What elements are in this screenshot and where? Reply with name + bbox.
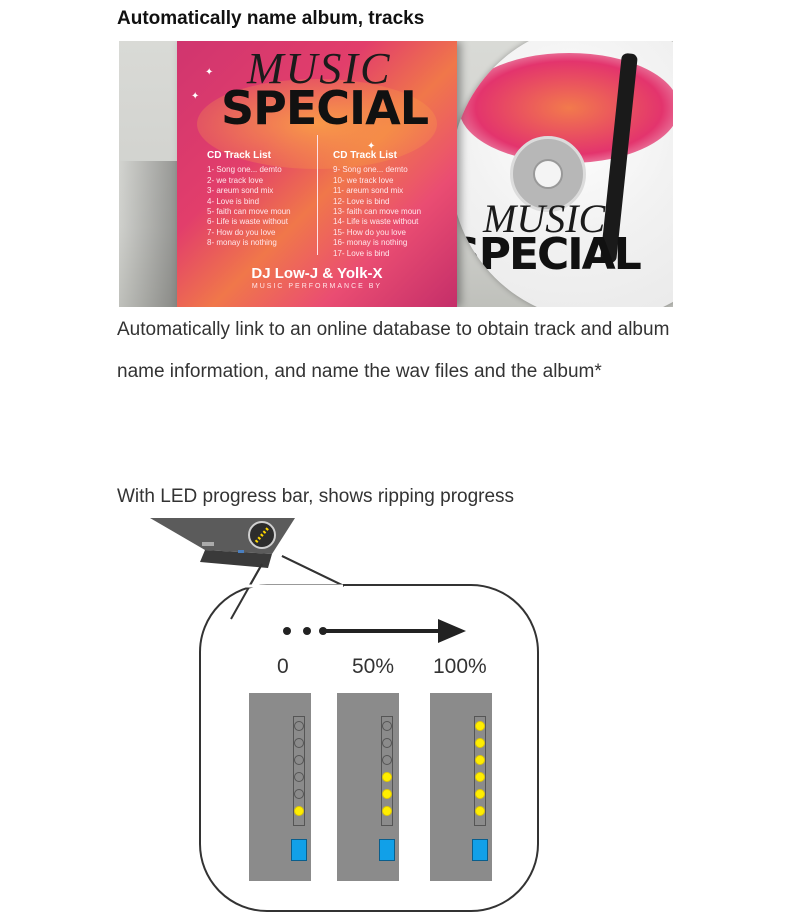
cd-artwork-image: MUSIC SPECIAL ✦ ✦ ✦ MUSIC SPECIAL CD Tra… bbox=[119, 41, 673, 307]
led-indicator bbox=[382, 755, 392, 765]
track-item: 13- faith can move moun bbox=[333, 207, 422, 217]
sparkle-icon: ✦ bbox=[205, 67, 214, 78]
led-indicator bbox=[475, 789, 485, 799]
led-indicator bbox=[294, 738, 304, 748]
cover-title: SPECIAL bbox=[221, 81, 429, 135]
track-item: 17- Love is bind bbox=[333, 248, 390, 258]
led-indicator bbox=[294, 806, 304, 816]
section-heading: Automatically name album, tracks bbox=[117, 8, 425, 29]
led-column bbox=[381, 716, 393, 826]
led-panel-50 bbox=[337, 693, 399, 881]
disc-hub bbox=[510, 136, 586, 212]
led-indicator bbox=[382, 721, 392, 731]
track-item: 9- Song one... demto bbox=[333, 165, 408, 175]
progress-label-50: 50% bbox=[352, 655, 395, 678]
track-item: 1- Song one... demto bbox=[207, 165, 282, 175]
led-indicator bbox=[382, 806, 392, 816]
track-item: 2- we track love bbox=[207, 175, 264, 185]
led-column bbox=[474, 716, 486, 826]
cd-cover: ✦ ✦ ✦ MUSIC SPECIAL CD Track List 1- Son… bbox=[177, 41, 457, 307]
track-item: 8- monay is nothing bbox=[207, 238, 277, 248]
track-item: 12- Love is bind bbox=[333, 196, 390, 206]
led-indicator bbox=[475, 738, 485, 748]
track-item: 10- we track love bbox=[333, 175, 394, 185]
cd-disc: MUSIC SPECIAL bbox=[451, 41, 673, 307]
artist-name: DJ Low-J & Yolk-X bbox=[251, 265, 383, 282]
disc-script-title: MUSIC bbox=[483, 196, 606, 241]
track-item: 5- faith can move moun bbox=[207, 207, 291, 217]
tracklist-divider bbox=[317, 135, 318, 255]
led-indicator bbox=[294, 721, 304, 731]
track-item: 6- Life is waste without bbox=[207, 217, 288, 227]
cover-script-title: MUSIC bbox=[247, 44, 392, 93]
tracklist-header: CD Track List bbox=[333, 150, 397, 161]
led-indicator bbox=[475, 806, 485, 816]
artist-subtitle: MUSIC PERFORMANCE BY bbox=[251, 283, 383, 290]
progress-label-0: 0 bbox=[277, 655, 289, 678]
track-item: 4- Love is bind bbox=[207, 196, 260, 206]
status-light bbox=[472, 839, 488, 861]
disc-center-hole bbox=[533, 159, 563, 189]
track-item: 15- How do you love bbox=[333, 227, 406, 237]
led-panel-0 bbox=[249, 693, 311, 881]
led-indicator bbox=[475, 721, 485, 731]
sparkle-icon: ✦ bbox=[191, 91, 200, 102]
status-light bbox=[291, 839, 307, 861]
led-column bbox=[293, 716, 305, 826]
progress-label-100: 100% bbox=[433, 655, 487, 678]
track-item: 11- areum sond mix bbox=[333, 186, 404, 196]
description-paragraph: Automatically link to an online database… bbox=[117, 319, 670, 382]
sparkle-icon: ✦ bbox=[367, 141, 376, 152]
led-indicator bbox=[294, 772, 304, 782]
track-item: 3- areum sond mix bbox=[207, 186, 274, 196]
led-indicator bbox=[382, 789, 392, 799]
tracklist-right: CD Track List 9- Song one... demto 10- w… bbox=[333, 150, 422, 259]
led-indicator bbox=[294, 789, 304, 799]
led-indicator bbox=[294, 755, 304, 765]
led-indicator bbox=[382, 738, 392, 748]
tracklist-left: CD Track List 1- Song one... demto 2- we… bbox=[207, 150, 291, 249]
ripper-device-graphic bbox=[150, 518, 295, 568]
led-indicator bbox=[475, 755, 485, 765]
led-description: With LED progress bar, shows ripping pro… bbox=[117, 486, 515, 507]
disc-title: SPECIAL bbox=[451, 229, 642, 280]
led-panel-100 bbox=[430, 693, 492, 881]
track-item: 7- How do you love bbox=[207, 227, 276, 237]
track-item: 14- Life is waste without bbox=[333, 217, 419, 227]
track-item: 16- monay is nothing bbox=[333, 238, 408, 248]
tracklist-header: CD Track List bbox=[207, 150, 271, 161]
led-indicator bbox=[382, 772, 392, 782]
progress-arrow-icon bbox=[283, 619, 466, 643]
status-light bbox=[379, 839, 395, 861]
led-indicator bbox=[475, 772, 485, 782]
